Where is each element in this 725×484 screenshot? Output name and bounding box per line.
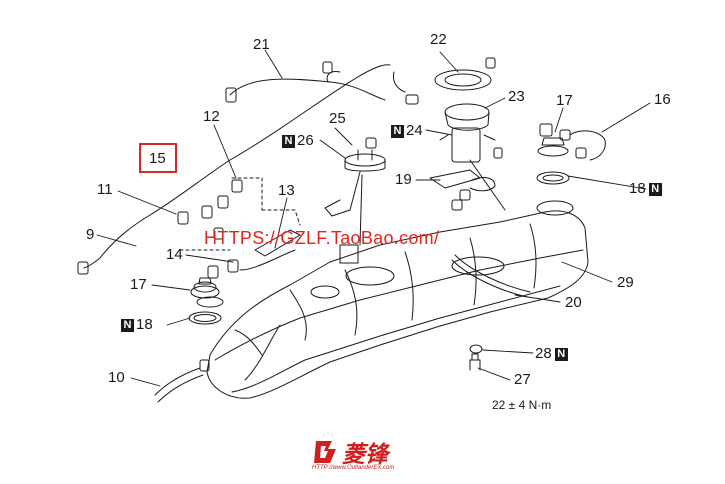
callout-23: 23 — [508, 88, 525, 105]
highlight-box-part-15 — [139, 143, 177, 173]
torque-spec: 22 ± 4 N·m — [492, 398, 552, 412]
callout-12: 12 — [203, 108, 220, 125]
part-10-hose — [154, 359, 210, 403]
part-21-harness — [225, 61, 386, 103]
callout-27: 27 — [514, 371, 531, 388]
n-badge: N — [648, 183, 662, 196]
part-13-14-lines — [179, 177, 301, 279]
n-badge: N — [282, 135, 295, 148]
callout-14: 14 — [166, 246, 183, 263]
part-27-28-bolt — [469, 344, 483, 371]
brand-logo: 菱锋 HTTP://www.OutlanderEX.com — [312, 437, 422, 473]
part-20-pipe — [451, 254, 531, 298]
part-17-18-left — [188, 277, 222, 325]
callout-22: 22 — [430, 31, 447, 48]
watermark-url: HTTPS://GZLF.TaoBao.com/ — [204, 228, 440, 248]
callout-17-left: 17 — [130, 276, 147, 293]
n-badge: N — [391, 125, 404, 138]
logo-url: HTTP://www.OutlanderEX.com — [312, 465, 395, 471]
part-16-17-18-right — [536, 123, 606, 185]
callout-19: 19 — [395, 171, 412, 188]
logo-name: 菱锋 — [342, 442, 388, 468]
callout-17-right: 17 — [556, 92, 573, 109]
callout-20: 20 — [565, 294, 582, 311]
n-badge: N — [121, 319, 134, 332]
n-badge: N — [554, 348, 568, 361]
part-22-23-24-pump — [429, 57, 506, 211]
callout-16: 16 — [654, 91, 671, 108]
callout-29: 29 — [617, 274, 634, 291]
callout-13: 13 — [278, 182, 295, 199]
callout-21: 21 — [253, 36, 270, 53]
part-12-vapor-line — [77, 64, 419, 275]
leader-lines — [96, 49, 651, 387]
callout-9: 9 — [86, 226, 95, 243]
callout-10: 10 — [108, 369, 125, 386]
callout-25: 25 — [329, 110, 346, 127]
callout-15: 15 — [149, 150, 166, 167]
callout-11: 11 — [97, 181, 113, 198]
part-25-26-sender — [324, 137, 386, 264]
logo-mark-icon — [314, 441, 336, 463]
fuel-tank — [196, 200, 589, 399]
